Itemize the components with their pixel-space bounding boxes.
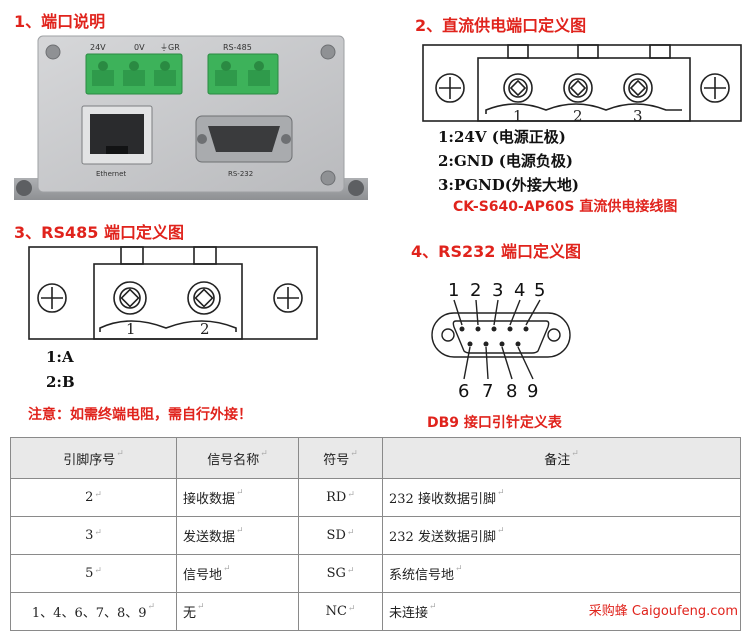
col-header-remark: 备注↵	[382, 437, 741, 479]
label-0v: 0V	[134, 43, 145, 52]
db9-pin-label-1: 1	[448, 280, 459, 301]
dc-pin-2: 2	[573, 107, 583, 125]
dc-legend-3: 3:PGND(外接大地)	[438, 176, 579, 194]
cell-pin: 1、4、6、7、8、9↵	[10, 592, 177, 631]
cell-signal: 发送数据↵	[176, 516, 299, 555]
label-24v: 24V	[90, 43, 106, 52]
dc-legend-2: 2:GND (电源负极)	[438, 152, 573, 170]
section-3-title: 3、RS485 端口定义图	[14, 223, 184, 242]
cell-remark: 未连接↵	[382, 592, 741, 631]
label-rs485: RS-485	[223, 43, 252, 52]
label-rs232: RS-232	[228, 170, 253, 178]
rs485-note: 注意：如需终端电阻，需自行外接！	[28, 407, 252, 423]
table-row: 2↵ 接收数据↵ RD↵ 232 接收数据引脚↵	[10, 478, 741, 517]
dc-pin-1: 1	[513, 107, 523, 125]
rs485-connector-diagram: 1 2	[28, 246, 318, 340]
cell-remark: 系统信号地↵	[382, 554, 741, 593]
label-ethernet: Ethernet	[96, 170, 126, 178]
cell-signal: 无↵	[176, 592, 299, 631]
cell-signal: 接收数据↵	[176, 478, 299, 517]
cell-pin: 5↵	[10, 554, 177, 593]
cell-symbol: SD↵	[298, 516, 383, 555]
table-row: 5↵ 信号地↵ SG↵ 系统信号地↵	[10, 554, 741, 593]
section-4-title: 4、RS232 端口定义图	[411, 242, 581, 261]
cell-remark: 232 接收数据引脚↵	[382, 478, 741, 517]
label-gr: ⏚GR	[160, 43, 180, 52]
table-row: 3↵ 发送数据↵ SD↵ 232 发送数据引脚↵	[10, 516, 741, 555]
rs485-pin-2: 2	[200, 320, 210, 338]
cell-pin: 2↵	[10, 478, 177, 517]
watermark: 采购蜂 Caigoufeng.com	[588, 604, 738, 619]
db9-pinout-diagram: 1 2 3 4 5 6 7 8 9	[431, 280, 571, 401]
db9-pin-label-7: 7	[482, 381, 493, 401]
table-row: 1、4、6、7、8、9↵ 无↵ NC↵ 未连接↵	[10, 592, 741, 631]
dc-pin-3: 3	[633, 107, 643, 125]
cell-symbol: SG↵	[298, 554, 383, 593]
db9-pin-label-9: 9	[527, 381, 538, 401]
section-1-title: 1、端口说明	[14, 12, 106, 31]
db9-pin-label-8: 8	[506, 381, 517, 401]
db9-pin-label-6: 6	[458, 381, 469, 401]
section-2-title: 2、直流供电端口定义图	[415, 16, 587, 35]
col-header-signal-name: 信号名称↵	[176, 437, 299, 479]
device-front-panel-photo: 24V 0V ⏚GR RS-485 Ethernet RS-232	[14, 35, 368, 200]
rs485-pin-1: 1	[126, 320, 136, 338]
rs485-legend-a: 1:A	[46, 348, 74, 366]
dc-power-connector-diagram: 1 2 3	[422, 44, 742, 125]
cell-signal: 信号地↵	[176, 554, 299, 593]
db9-pin-label-2: 2	[470, 280, 481, 301]
table-header-row: 引脚序号↵ 信号名称↵ 符号↵ 备注↵	[10, 437, 741, 479]
rs485-legend-b: 2:B	[46, 373, 75, 391]
cell-remark: 232 发送数据引脚↵	[382, 516, 741, 555]
cell-symbol: NC↵	[298, 592, 383, 631]
col-header-pin-no: 引脚序号↵	[10, 437, 177, 479]
cell-symbol: RD↵	[298, 478, 383, 517]
db9-shell	[431, 312, 571, 358]
col-header-symbol: 符号↵	[298, 437, 383, 479]
dc-caption: CK-S640-AP60S 直流供电接线图	[453, 199, 678, 215]
dc-legend-1: 1:24V (电源正极)	[438, 128, 566, 146]
db9-caption: DB9 接口引针定义表	[427, 415, 562, 431]
db9-pin-label-5: 5	[534, 280, 545, 301]
cell-pin: 3↵	[10, 516, 177, 555]
db9-pin-label-3: 3	[492, 280, 503, 301]
db9-pin-table: 引脚序号↵ 信号名称↵ 符号↵ 备注↵ 2↵ 接收数据↵ RD↵ 232 接收数…	[10, 437, 741, 631]
db9-pin-label-4: 4	[514, 280, 525, 301]
